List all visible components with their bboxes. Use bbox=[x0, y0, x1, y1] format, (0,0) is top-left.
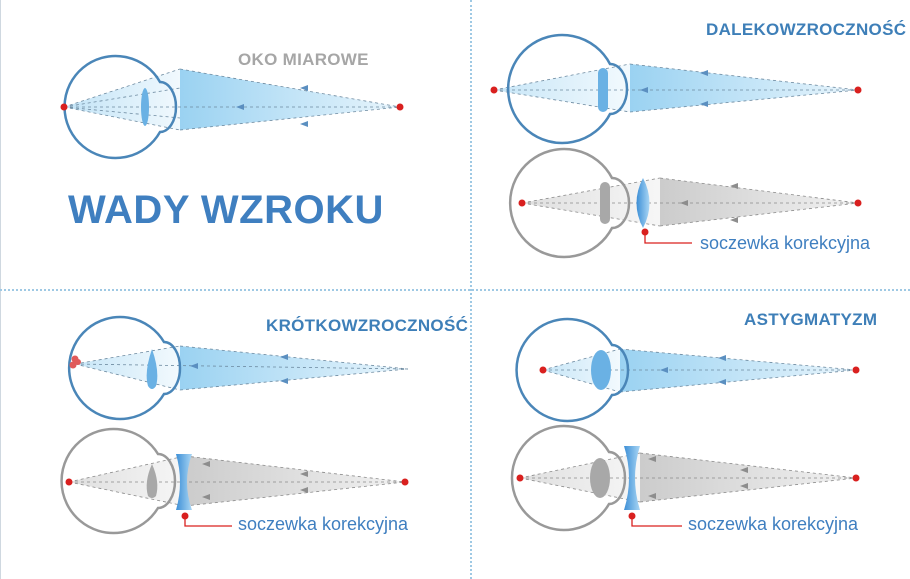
object-point bbox=[852, 474, 860, 482]
hyperopia-lens-label: soczewka korekcyjna bbox=[700, 233, 871, 253]
lens-pointer-line bbox=[644, 232, 692, 244]
focus-point bbox=[490, 86, 498, 94]
corrective-concave-lens bbox=[176, 454, 192, 510]
corrective-cylindrical-lens bbox=[624, 446, 640, 510]
eye-outline bbox=[515, 317, 630, 423]
horizontal-divider bbox=[0, 289, 910, 291]
eye-lens bbox=[141, 88, 149, 126]
main-title: WADY WZROKU bbox=[68, 188, 384, 232]
focus-point bbox=[539, 366, 547, 374]
normal-eye-title: OKO MIAROWE bbox=[238, 50, 369, 69]
eye-outline bbox=[508, 147, 631, 259]
eye-lens bbox=[590, 458, 610, 498]
eye-lens bbox=[600, 182, 610, 224]
myopia-eye-diagram bbox=[67, 315, 409, 421]
focus-point bbox=[516, 474, 524, 482]
eye-outline bbox=[510, 424, 627, 532]
eye-outline bbox=[60, 427, 177, 535]
object-point bbox=[396, 103, 404, 111]
astigmatism-eye-diagram bbox=[515, 317, 860, 423]
object-point bbox=[854, 86, 862, 94]
eye-lens bbox=[146, 464, 158, 498]
focus-point bbox=[60, 103, 68, 111]
lens-pointer-line bbox=[184, 516, 232, 527]
hyperopia-eye-diagram bbox=[490, 33, 862, 145]
eye-outline bbox=[67, 315, 182, 421]
eye-outline bbox=[63, 54, 178, 160]
focus-point bbox=[518, 199, 526, 207]
object-point bbox=[401, 478, 409, 486]
hyperopia-corrected-diagram bbox=[508, 147, 862, 259]
lens-pointer-line bbox=[631, 516, 682, 527]
focus-point bbox=[65, 478, 73, 486]
eye-lens bbox=[146, 349, 158, 389]
normal-eye-diagram bbox=[60, 54, 404, 160]
myopia-lens-label: soczewka korekcyjna bbox=[238, 514, 409, 534]
myopia-corrected-diagram bbox=[60, 427, 409, 535]
hyperopia-title: DALEKOWZROCZNOŚĆ bbox=[706, 20, 907, 39]
eye-lens bbox=[598, 68, 608, 112]
astigmatism-title: ASTYGMATYZM bbox=[744, 310, 878, 329]
focus-point bbox=[75, 359, 81, 365]
vertical-divider bbox=[470, 0, 472, 579]
astigmatism-corrected-diagram bbox=[510, 424, 860, 532]
focus-point bbox=[69, 361, 77, 369]
corrective-convex-lens bbox=[636, 178, 650, 228]
object-point bbox=[854, 199, 862, 207]
myopia-title: KRÓTKOWZROCZNOŚĆ bbox=[266, 316, 469, 335]
eye-outline bbox=[506, 33, 629, 145]
eye-lens bbox=[591, 350, 611, 390]
object-point bbox=[852, 366, 860, 374]
astigmatism-lens-label: soczewka korekcyjna bbox=[688, 514, 859, 534]
